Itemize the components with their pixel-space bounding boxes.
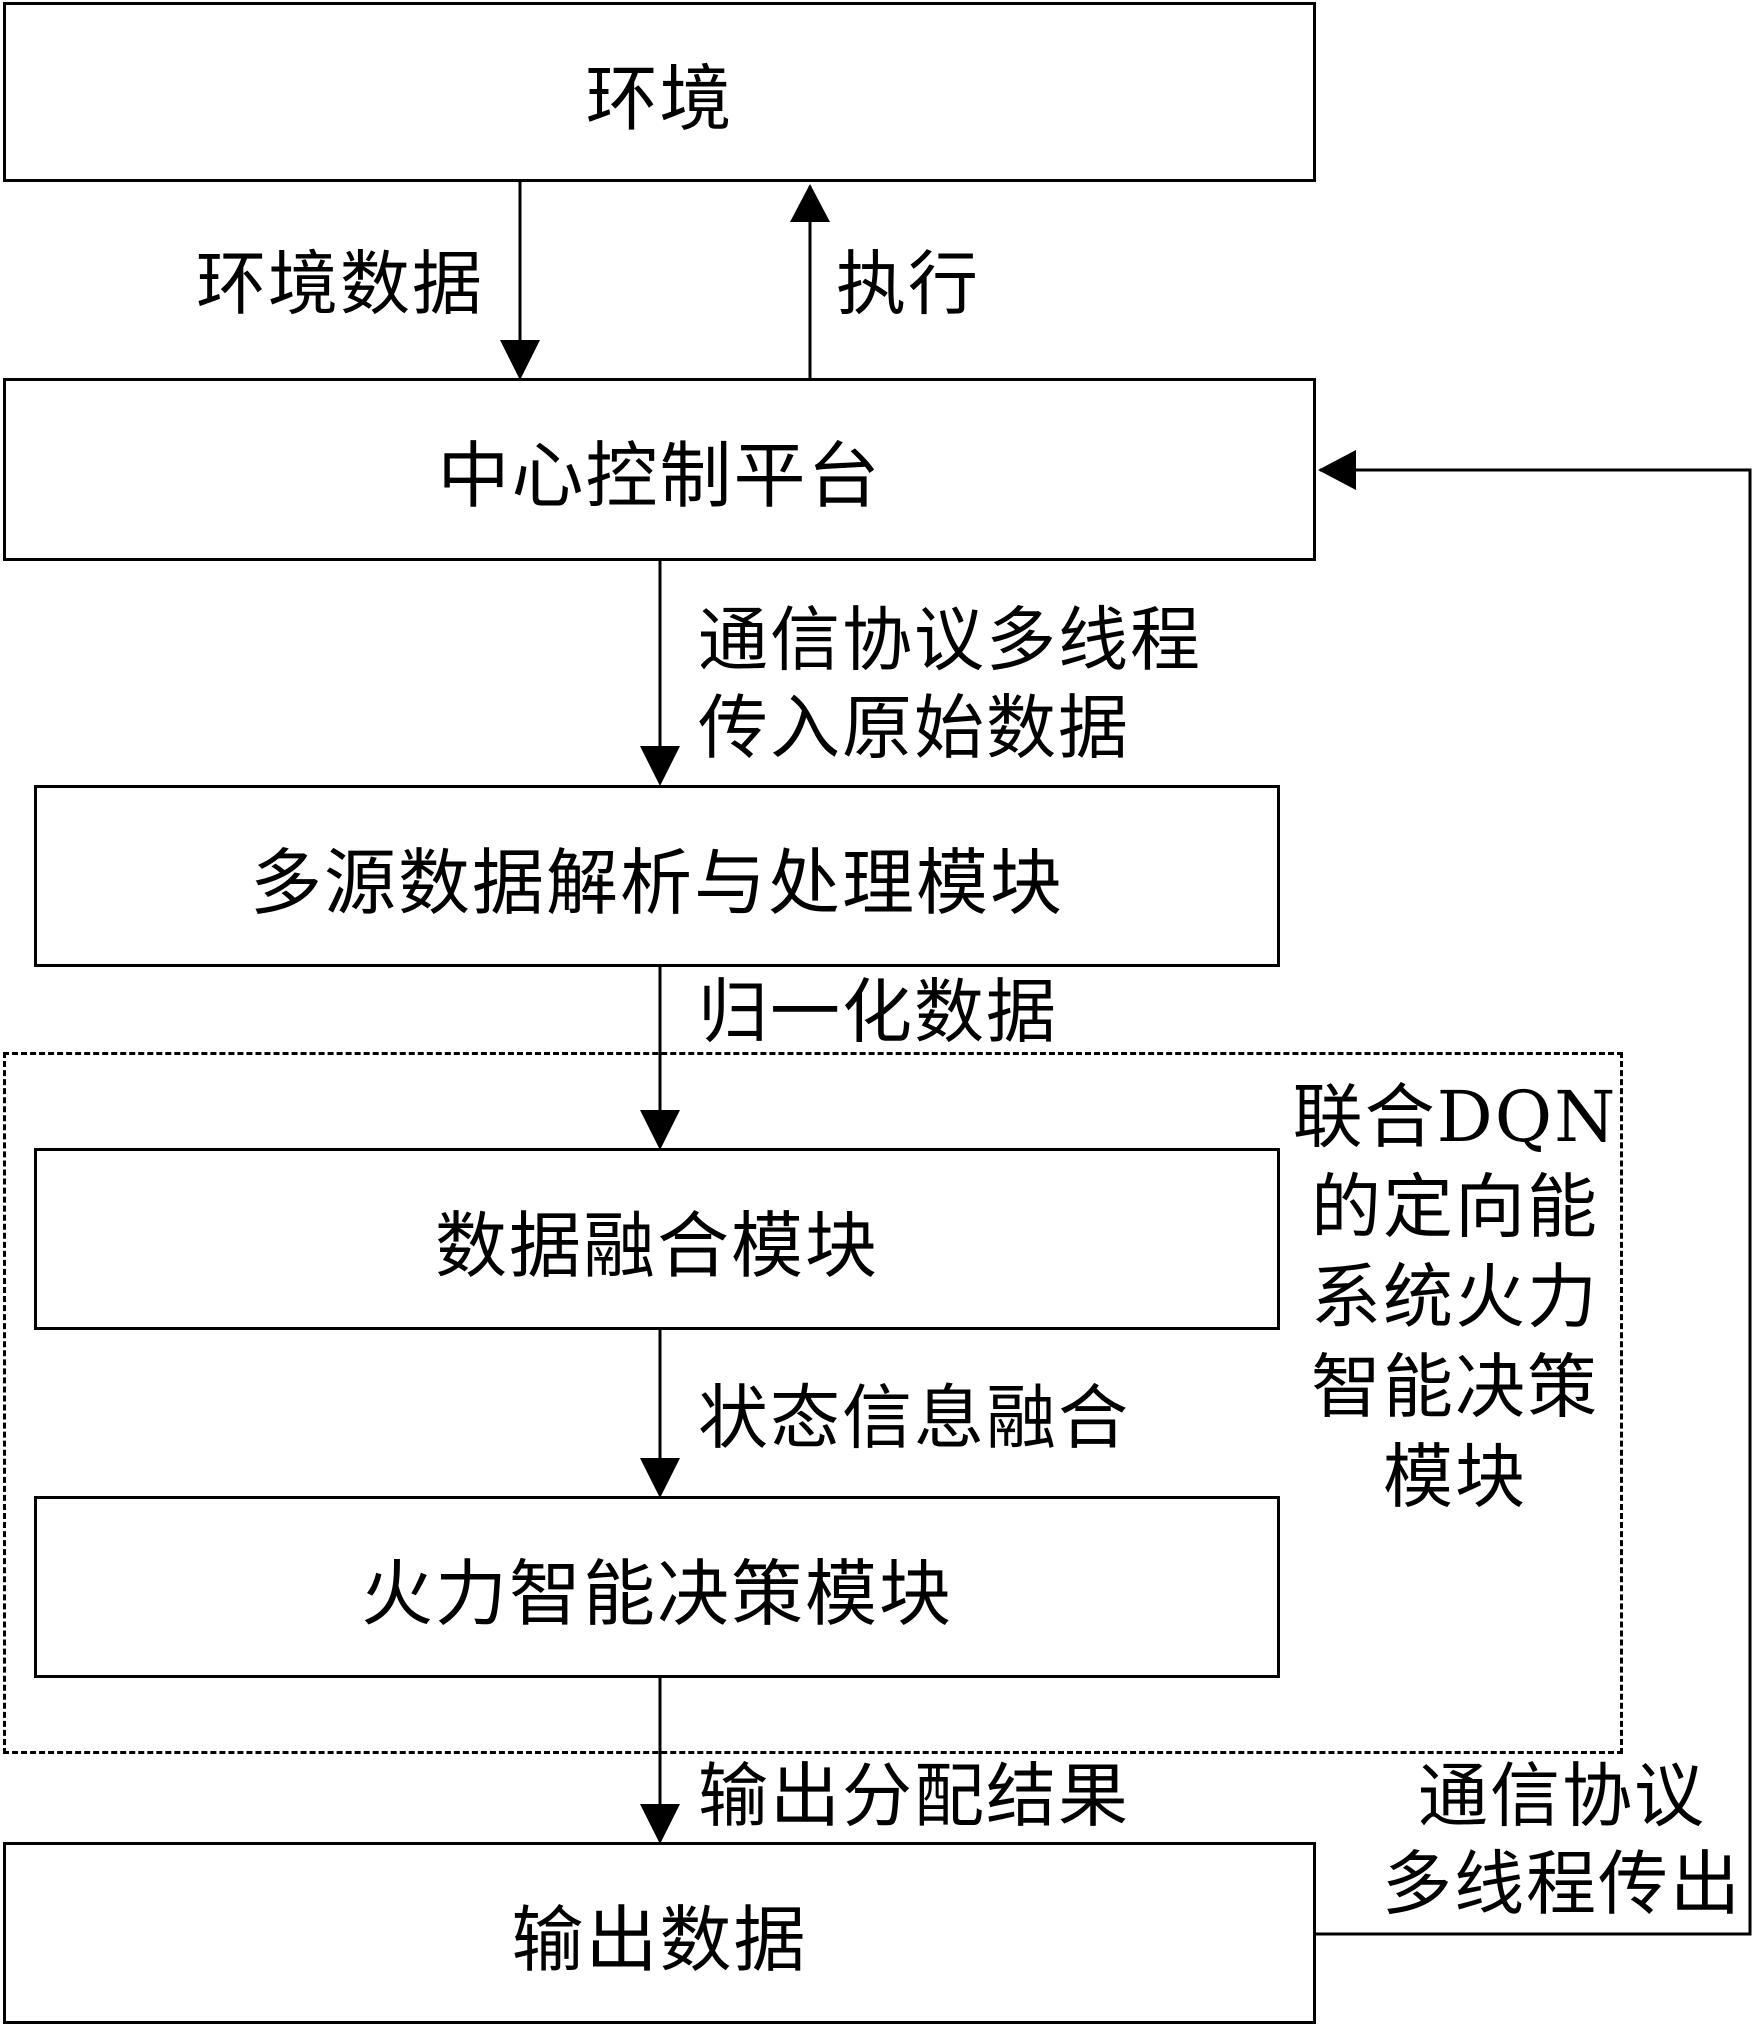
group-label: 联合DQN 的定向能 系统火力 智能决策 模块 xyxy=(1290,1072,1620,1522)
arrowhead-raw-data xyxy=(640,746,680,786)
arrowhead-state-fusion xyxy=(640,1458,680,1498)
edge-label-state-fusion: 状态信息融合 xyxy=(698,1377,1130,1459)
edge-label-output-result: 输出分配结果 xyxy=(698,1755,1130,1837)
node-environment: 环境 xyxy=(3,2,1316,182)
node-control-platform: 中心控制平台 xyxy=(3,378,1316,561)
node-multisource-module: 多源数据解析与处理模块 xyxy=(34,785,1280,967)
edge-label-normalized: 归一化数据 xyxy=(698,971,1058,1053)
edge-label-raw-data: 通信协议多线程 传入原始数据 xyxy=(698,596,1202,772)
arrowhead-env-data xyxy=(500,340,540,380)
node-fusion-module-label: 数据融合模块 xyxy=(434,1203,879,1288)
arrowhead-feedback xyxy=(1318,450,1356,490)
group-label-line-5: 模块 xyxy=(1383,1436,1527,1518)
group-label-line-3: 系统火力 xyxy=(1311,1256,1599,1338)
edge-label-raw-data-line-1: 通信协议多线程 xyxy=(698,599,1202,681)
node-decision-module-label: 火力智能决策模块 xyxy=(360,1551,953,1636)
edge-label-execute: 执行 xyxy=(836,243,980,325)
group-label-line-1: 联合DQN xyxy=(1292,1076,1618,1158)
edge-label-feedback-line-1: 通信协议 xyxy=(1418,1755,1706,1837)
node-decision-module: 火力智能决策模块 xyxy=(34,1496,1280,1678)
group-label-line-4: 智能决策 xyxy=(1311,1346,1599,1428)
dqn-decision-group xyxy=(3,1052,1623,1754)
node-output-data: 输出数据 xyxy=(3,1842,1316,2024)
node-control-platform-label: 中心控制平台 xyxy=(437,434,882,518)
edge-label-env-data: 环境数据 xyxy=(196,243,484,325)
group-label-line-2: 的定向能 xyxy=(1311,1166,1599,1248)
arrow-feedback xyxy=(1314,468,1752,1936)
node-environment-label: 环境 xyxy=(585,56,734,141)
edge-label-raw-data-line-2: 传入原始数据 xyxy=(698,687,1130,769)
node-multisource-module-label: 多源数据解析与处理模块 xyxy=(249,840,1064,925)
node-output-data-label: 输出数据 xyxy=(511,1897,808,1982)
edge-label-feedback: 通信协议 多线程传出 xyxy=(1376,1752,1748,1928)
arrowhead-output-result xyxy=(640,1804,680,1844)
edge-label-feedback-line-2: 多线程传出 xyxy=(1382,1843,1742,1925)
arrowhead-execute xyxy=(790,184,830,222)
arrowhead-normalized xyxy=(640,1110,680,1150)
node-fusion-module: 数据融合模块 xyxy=(34,1148,1280,1330)
